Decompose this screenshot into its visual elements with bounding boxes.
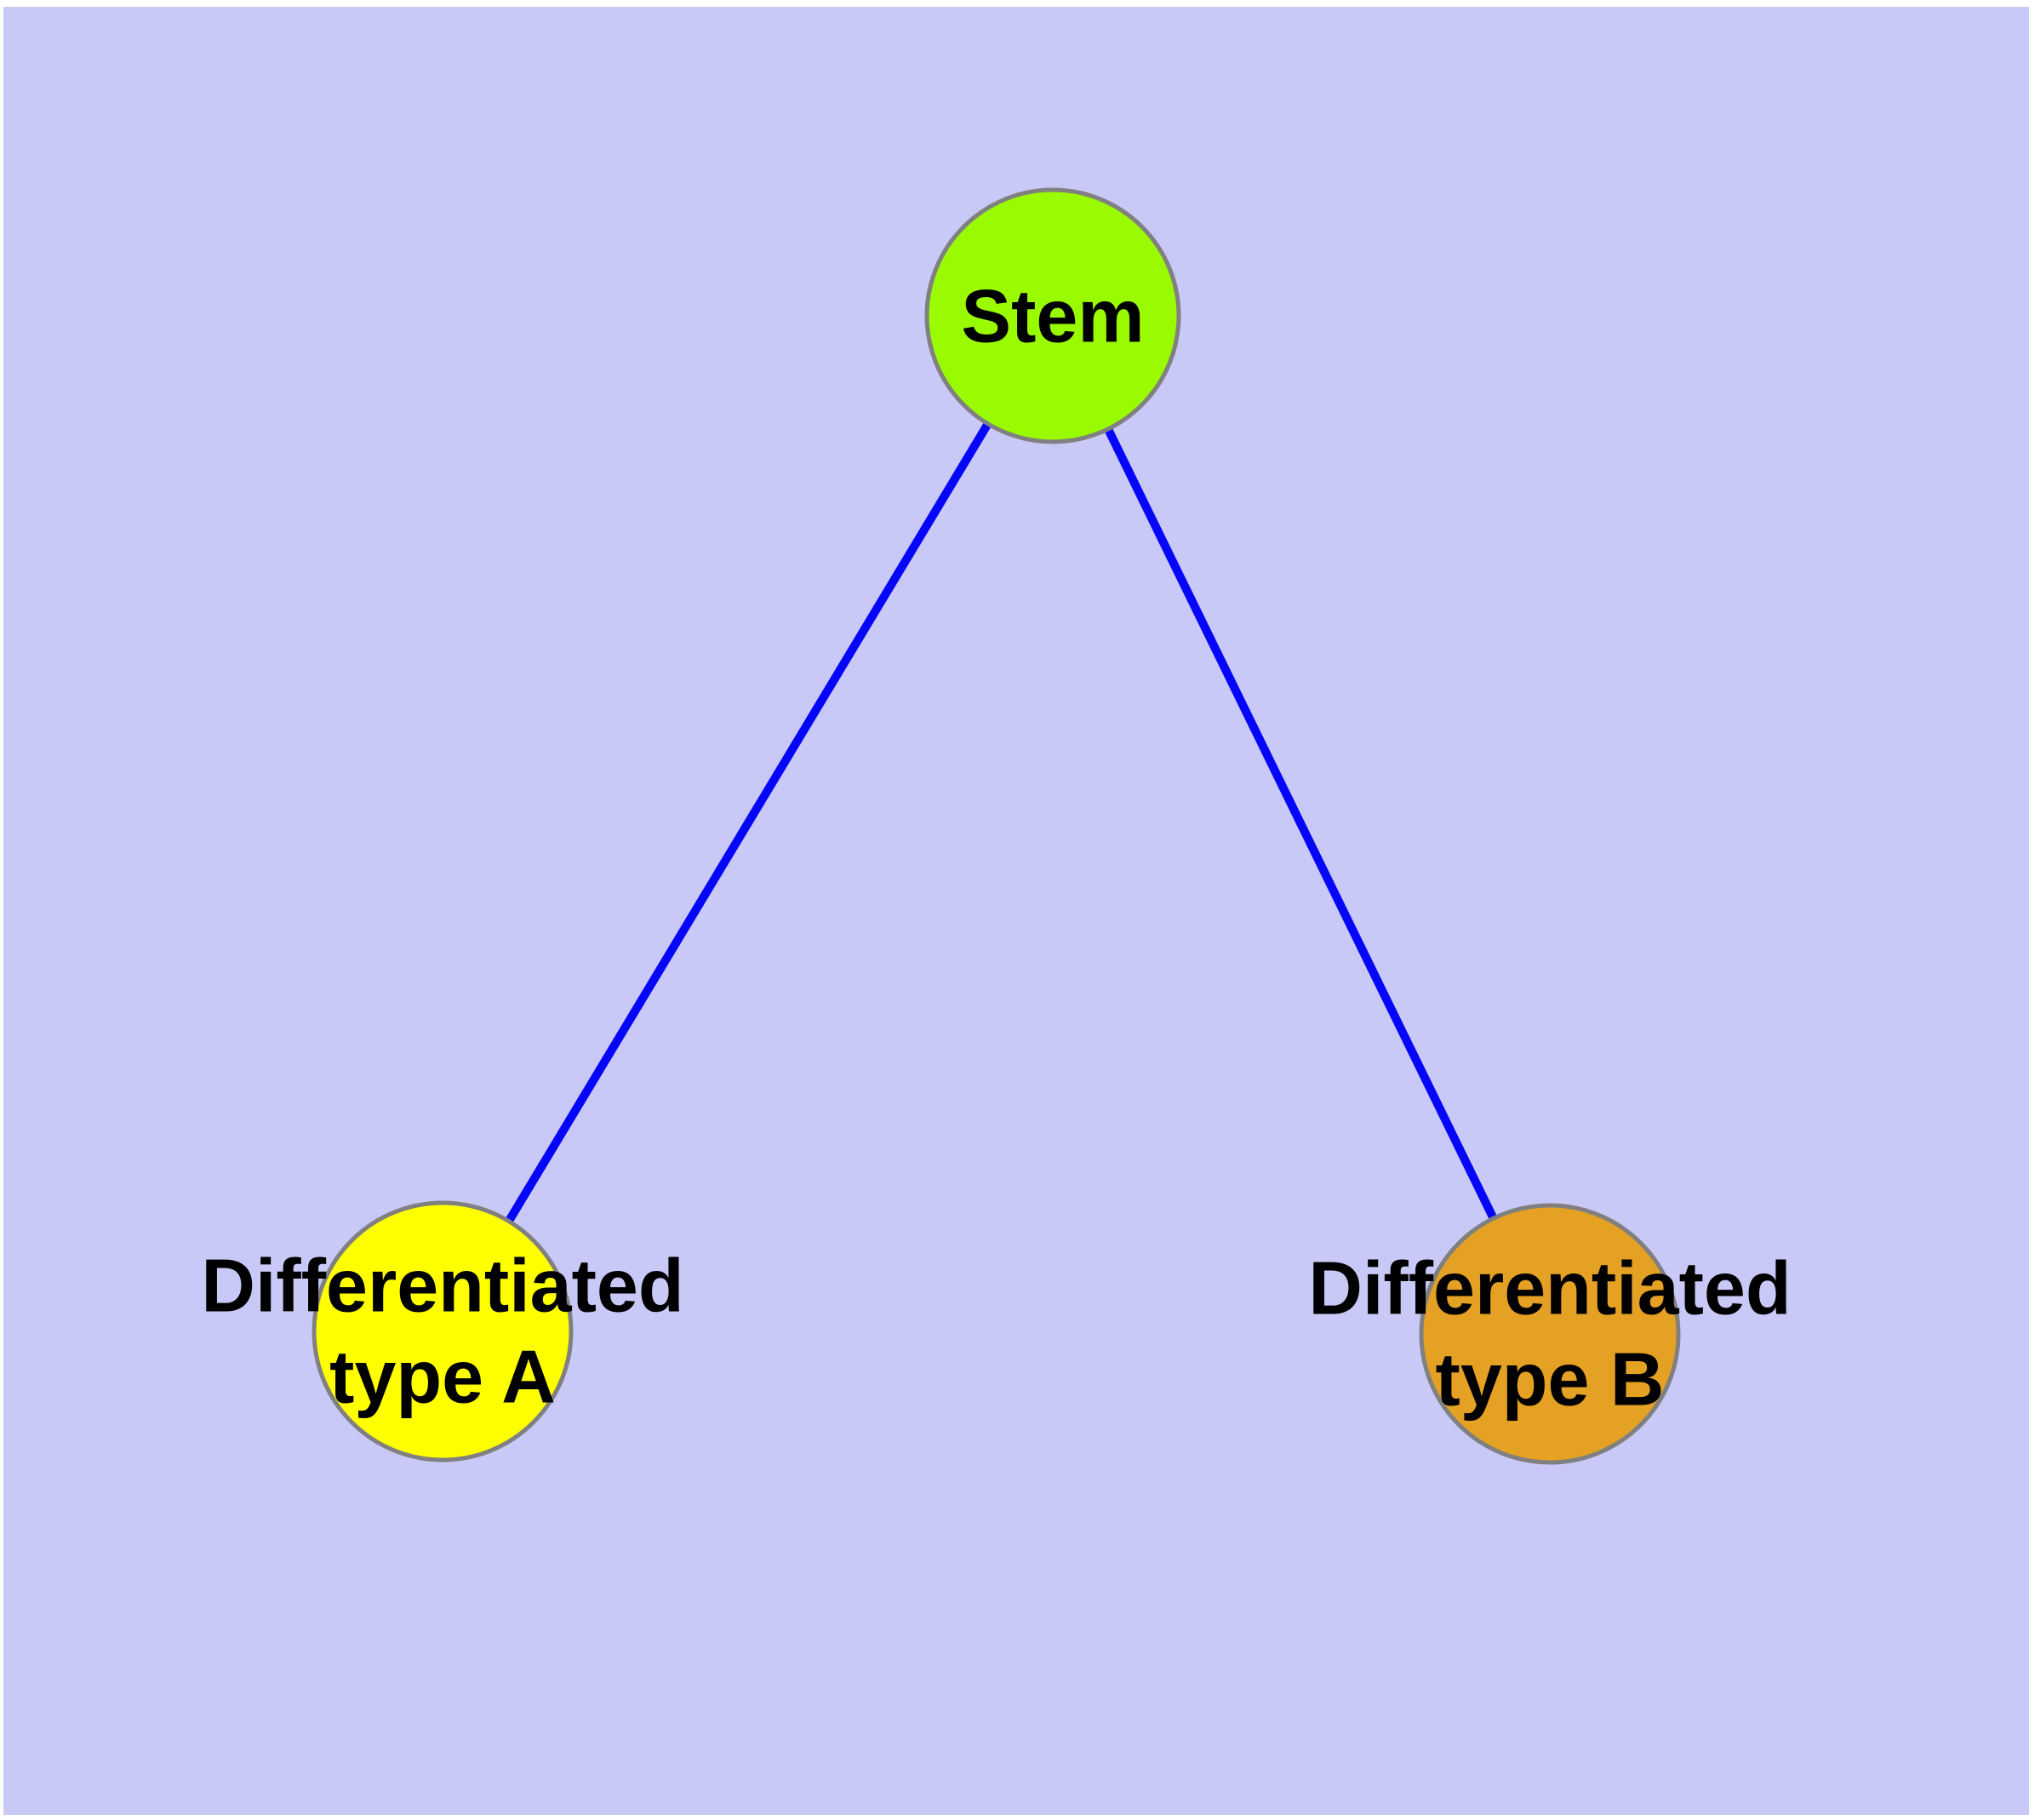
node-type-b-circle xyxy=(1419,1203,1681,1465)
edge-stem-to-type-a xyxy=(438,313,1057,1334)
edge-stem-to-type-b xyxy=(1049,313,1554,1336)
node-type-a-circle xyxy=(311,1200,574,1462)
node-stem-circle xyxy=(924,187,1181,444)
